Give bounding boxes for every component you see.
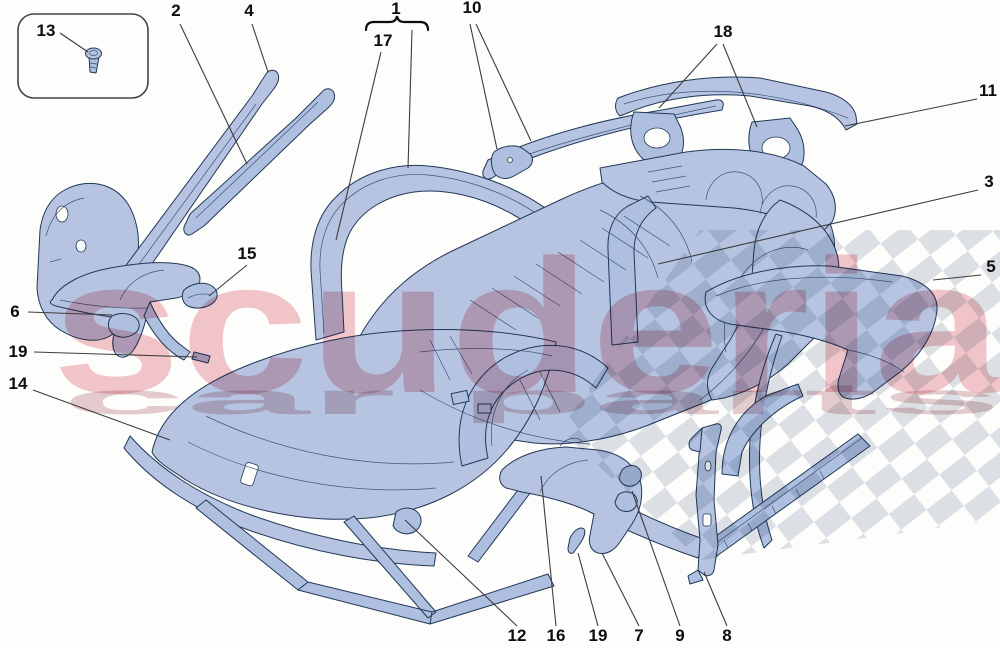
part-fender-bracket [181,282,218,309]
leader-line-6 [27,311,113,316]
callout-11[interactable]: 11 [979,81,997,100]
leader-lines [27,23,982,627]
leader-line-9 [631,490,681,627]
callout-4[interactable]: 4 [244,1,254,20]
callout-14[interactable]: 14 [9,374,28,393]
callout-5[interactable]: 5 [986,257,995,276]
leader-line-12 [404,519,518,627]
leader-line-15 [208,264,248,297]
callout-19[interactable]: 19 [589,626,608,645]
leader-line-7 [601,552,640,627]
leader-line-19 [577,552,599,627]
leader-line-13 [59,32,89,53]
callout-17[interactable]: 17 [374,31,393,50]
part-quarter-shim [567,527,586,554]
leader-line-8 [703,571,728,627]
checker-watermark [560,230,1000,560]
callout-18[interactable]: 18 [714,22,733,41]
callout-19[interactable]: 19 [9,342,28,361]
leader-line-10 [475,23,532,142]
callout-6[interactable]: 6 [10,302,19,321]
legend-box [17,13,149,99]
leader-line-2 [179,23,248,165]
leader-line-18 [658,43,718,109]
brand-watermark: scuderia car parts [52,221,1000,433]
callout-12[interactable]: 12 [508,626,527,645]
leader-line-11 [844,98,978,127]
leader-line-16 [540,475,557,627]
part-left-quarter-panel [499,437,643,554]
callout-13[interactable]: 13 [37,21,56,40]
callout-8[interactable]: 8 [722,626,731,645]
part-windscreen-pillar-rail [183,88,336,236]
callout-1-brace [364,15,430,32]
callout-labels: 13 2 4 1 17 10 18 11 3 5 6 19 14 15 12 16 19 7 9 8 [9,0,997,645]
callout-3[interactable]: 3 [984,172,993,191]
watermark-line2: car parts [62,375,1000,424]
leader-line-10 [469,23,498,150]
leader-line-5 [932,274,982,281]
callout-1[interactable]: 1 [391,0,400,18]
leader-line-3 [657,189,979,265]
callout-7[interactable]: 7 [634,626,643,645]
part-front-fender [49,262,211,364]
leader-line-17 [335,51,382,241]
callout-10[interactable]: 10 [463,0,482,17]
leader-line-4 [251,23,269,73]
callout-15[interactable]: 15 [238,244,257,263]
callout-9[interactable]: 9 [675,626,684,645]
leader-line-14 [32,389,171,441]
callout-16[interactable]: 16 [547,626,566,645]
watermark-line1: scuderia [52,221,1000,433]
leader-line-1 [407,29,413,169]
leader-line-19 [33,351,198,358]
screw-icon [85,47,102,74]
leader-line-18 [722,43,758,128]
callout-2[interactable]: 2 [171,1,180,20]
